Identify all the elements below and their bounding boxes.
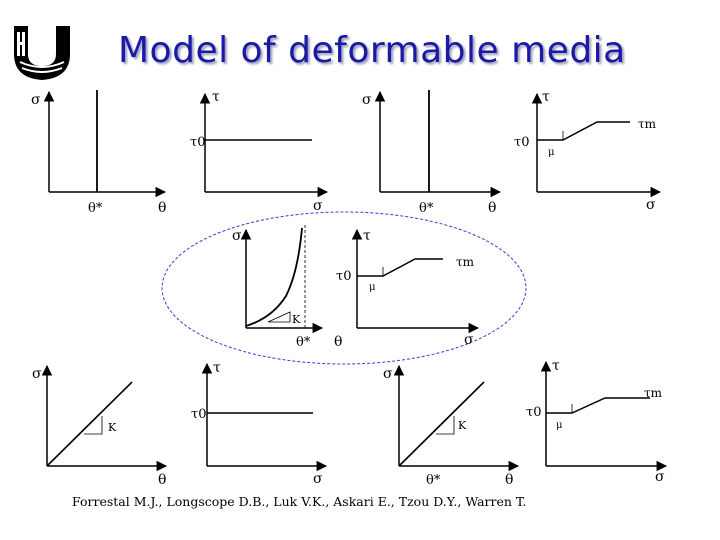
- nnsu-logo-icon: [14, 26, 70, 80]
- b3-slope-label: K: [458, 419, 467, 432]
- c1-y-label: σ: [232, 228, 242, 244]
- b3-x-label: θ: [505, 472, 513, 488]
- b4-plateau-label: τm: [644, 386, 663, 400]
- c2-slope-label: μ: [369, 282, 376, 293]
- c1-x-label: θ: [334, 334, 342, 350]
- citation-text: Forrestal M.J., Longscope D.B., Luk V.K.…: [72, 494, 527, 509]
- b2-y-label: τ: [213, 360, 221, 376]
- plot-linear-sigma-2: σ θ θ* K: [383, 364, 520, 488]
- p2-level-label: τ0: [190, 135, 205, 150]
- b1-slope-label: K: [108, 421, 117, 434]
- c2-y-label: τ: [363, 228, 371, 244]
- p3-mark-label: θ*: [419, 201, 434, 216]
- plot-rigid-sigma: σ θ θ*: [31, 90, 166, 216]
- p4-plateau-label: τm: [638, 117, 657, 131]
- p1-mark-label: θ*: [88, 201, 103, 216]
- b4-level-label: τ0: [526, 405, 541, 420]
- p3-y-label: σ: [362, 92, 372, 108]
- p2-y-label: τ: [212, 89, 220, 105]
- c1-mark-label: θ*: [296, 335, 311, 350]
- c2-x-label: σ: [464, 332, 474, 348]
- highlight-ellipse: [161, 211, 527, 365]
- p3-x-label: θ: [488, 200, 496, 216]
- b3-y-label: σ: [383, 366, 393, 382]
- p4-x-label: σ: [646, 197, 656, 213]
- p4-y-label: τ: [542, 89, 550, 105]
- plot-shear-constant-2: τ σ τ0: [191, 360, 328, 487]
- b3-mark-label: θ*: [426, 473, 441, 488]
- plot-shear-plateau-center: τ σ τ0 τm μ: [336, 228, 480, 348]
- plot-compaction-curve: σ θ θ* K: [232, 225, 342, 350]
- p4-slope-label: μ: [548, 147, 555, 158]
- b4-x-label: σ: [655, 469, 665, 485]
- c1-slope-label: K: [292, 313, 301, 326]
- b4-y-label: τ: [552, 358, 560, 374]
- plot-shear-constant: τ σ τ0: [190, 89, 329, 214]
- b1-y-label: σ: [32, 366, 42, 382]
- c2-plateau-label: τm: [456, 255, 475, 269]
- b2-level-label: τ0: [191, 407, 206, 422]
- p4-level-label: τ0: [514, 135, 529, 150]
- plot-linear-sigma: σ θ K: [32, 364, 168, 488]
- plot-shear-plateau: τ σ τ0 τm μ: [514, 89, 662, 213]
- page-title: Model of deformable media: [118, 30, 626, 71]
- b2-x-label: σ: [313, 471, 323, 487]
- p2-x-label: σ: [313, 198, 323, 214]
- plot-rigid-sigma-2: σ θ θ*: [362, 90, 502, 216]
- b4-slope-label: μ: [556, 420, 563, 431]
- plot-shear-plateau-2: τ σ τ0 τm μ: [526, 358, 668, 485]
- p1-x-label: θ: [158, 200, 166, 216]
- p1-y-label: σ: [31, 92, 41, 108]
- b1-x-label: θ: [158, 472, 166, 488]
- c2-level-label: τ0: [336, 269, 351, 284]
